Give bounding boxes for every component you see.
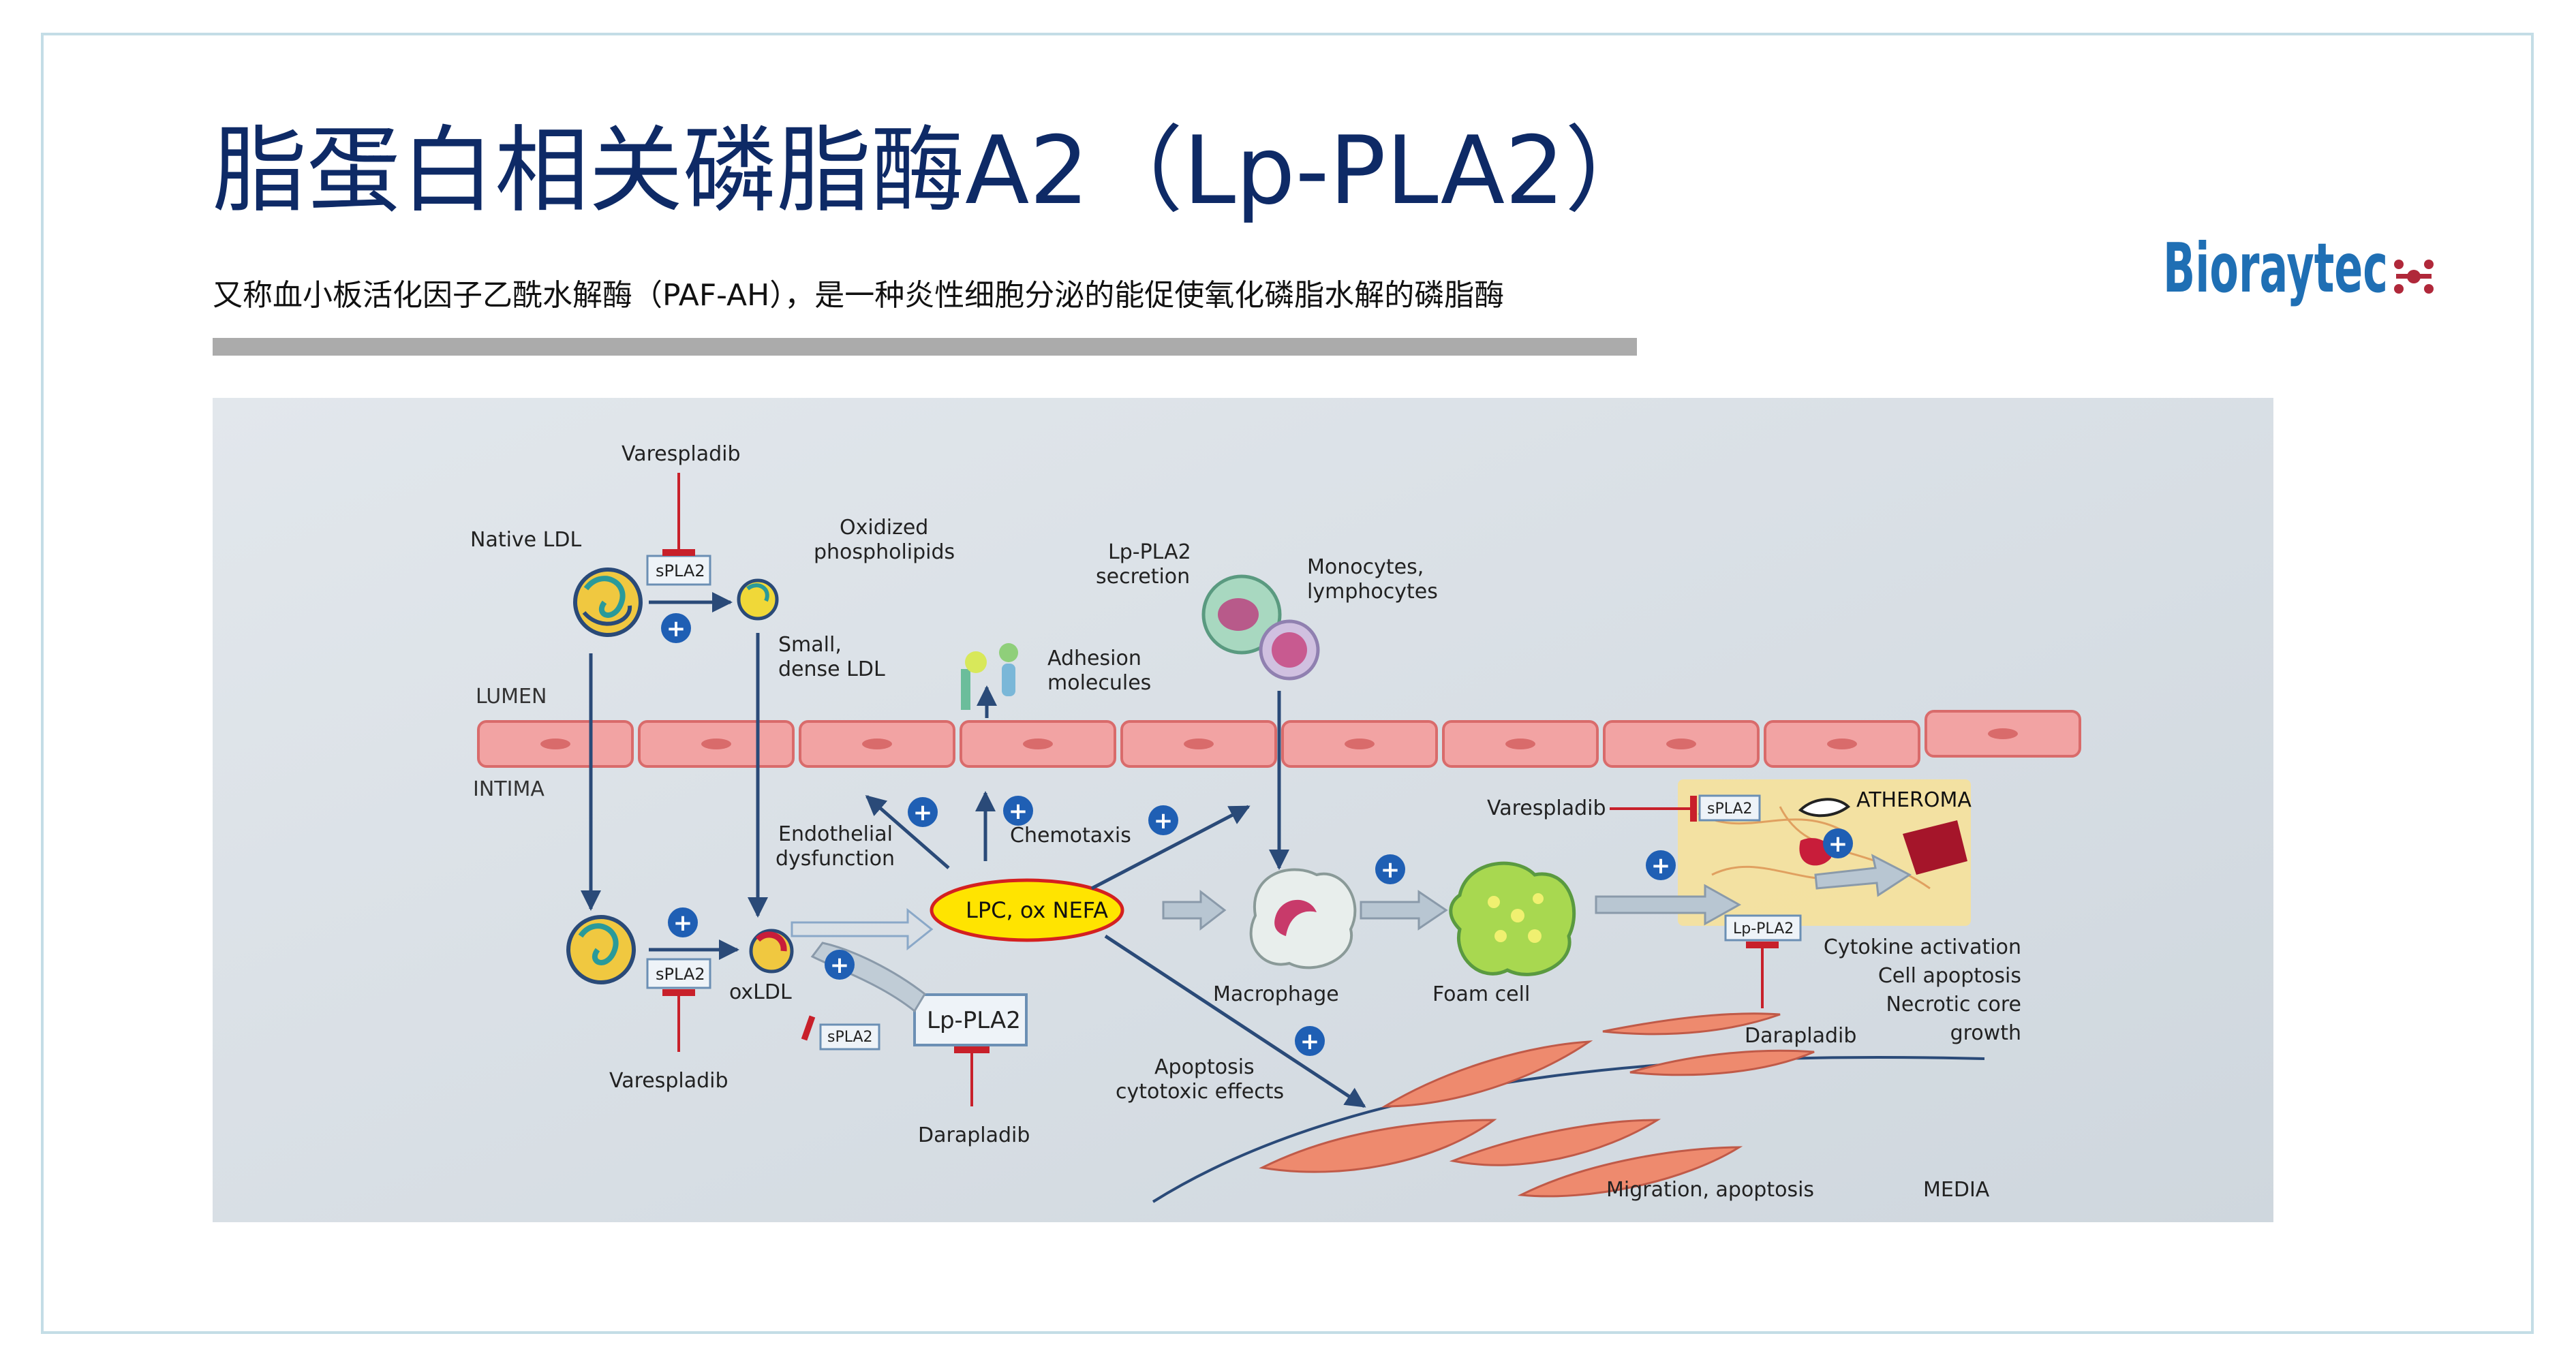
bioraytec-logo: Bioraytec	[2163, 228, 2434, 308]
adhesion-molecules-line2: molecules	[1047, 671, 1151, 695]
migration-apoptosis-label: Migration, apoptosis	[1606, 1178, 1814, 1202]
eye-shaped-cell-icon	[1798, 798, 1851, 818]
svg-text:+: +	[1651, 852, 1671, 880]
chemotaxis-label: Chemotaxis	[1010, 824, 1131, 848]
lppla2-bottom-box	[913, 993, 1028, 1046]
lppla2-bottom-label: Lp-PLA2	[927, 1007, 1021, 1034]
media-boundary-line	[1152, 1055, 1985, 1203]
varespladib-bottom-label: Varespladib	[609, 1069, 729, 1093]
apoptosis-label-line1: Apoptosis	[1154, 1055, 1255, 1079]
cell-apoptosis-label: Cell apoptosis	[1878, 964, 2021, 988]
varespladib-right-label: Varespladib	[1487, 796, 1606, 820]
lppla2-secretion-line1: Lp-PLA2	[1108, 540, 1191, 564]
svg-text:+: +	[1009, 798, 1028, 825]
necrotic-core-icon	[1903, 820, 1967, 875]
darapladib-bottom-inhibitor	[954, 1046, 990, 1053]
svg-text:+: +	[830, 952, 850, 979]
intima-label: INTIMA	[473, 777, 545, 801]
oxldl-label: oxLDL	[729, 980, 792, 1004]
macrophage-label: Macrophage	[1213, 982, 1339, 1006]
darapladib-right-label: Darapladib	[1745, 1024, 1856, 1048]
foam-cell-label: Foam cell	[1432, 982, 1530, 1006]
endothelial-dysfunction-line2: dysfunction	[776, 847, 895, 871]
spla2-small-label: sPLA2	[827, 1029, 873, 1046]
svg-text:+: +	[1828, 830, 1848, 858]
oxldl-icon	[749, 929, 794, 974]
adhesion-molecule-icon	[961, 643, 1018, 710]
plus-markers	[661, 613, 1853, 1056]
spla2-top-label: sPLA2	[656, 561, 705, 580]
lppla2-right-label: Lp-PLA2	[1733, 920, 1794, 937]
logo-mark-icon	[2394, 260, 2434, 294]
lpc-ox-nefa-label: LPC, ox NEFA	[966, 897, 1108, 923]
varespladib-top-inhibitor	[662, 549, 695, 556]
lymphocyte-icon	[1259, 619, 1320, 681]
monocytes-label-line2: lymphocytes	[1307, 580, 1438, 604]
svg-text:+: +	[673, 910, 693, 937]
plus-glyphs: + + + + + + + + + +	[666, 615, 1848, 1055]
svg-text:+: +	[1300, 1028, 1320, 1055]
svg-text:+: +	[1381, 856, 1400, 884]
atheroma-label: ATHEROMA	[1856, 788, 1972, 812]
lpc-ox-nefa-ellipse	[930, 878, 1124, 942]
lumen-label: LUMEN	[476, 685, 547, 709]
spla2-right-label: sPLA2	[1707, 800, 1753, 818]
varespladib-bottom-inhibitor	[662, 989, 695, 996]
varespladib-top-label: Varespladib	[622, 442, 741, 466]
oxidized-phospholipids-line1: Oxidized	[840, 516, 928, 540]
lp-pla2-pathway-diagram: LUMEN INTIMA ATHEROMA Migration, apoptos…	[213, 398, 2273, 1222]
small-dense-ldl-icon	[737, 578, 779, 621]
svg-text:+: +	[1154, 807, 1174, 835]
growth-label: growth	[1950, 1021, 2021, 1045]
darapladib-right-inhibitor	[1746, 942, 1779, 948]
apoptosis-label-line2: cytotoxic effects	[1116, 1080, 1284, 1104]
spla2-bottom-label: sPLA2	[656, 965, 705, 984]
monocyte-icon	[1201, 574, 1282, 655]
necrotic-core-label: Necrotic core	[1886, 993, 2021, 1016]
adhesion-molecules-line1: Adhesion	[1047, 647, 1141, 670]
native-ldl-bottom-icon	[566, 915, 636, 984]
slide-frame	[41, 33, 2534, 1334]
svg-text:+: +	[913, 799, 933, 826]
logo-text: Bioraytec	[2163, 228, 2388, 308]
monocytes-label-line1: Monocytes,	[1307, 555, 1424, 579]
endothelium-nuclei	[540, 728, 2018, 749]
cytokine-activation-label: Cytokine activation	[1824, 935, 2021, 959]
native-ldl-label: Native LDL	[470, 528, 581, 552]
native-ldl-top-icon	[573, 568, 643, 637]
spla2-small-inhibitor	[801, 1015, 816, 1041]
flow-arrows	[1162, 854, 1912, 931]
spla2-bottom-box	[646, 958, 711, 989]
divider-bar	[213, 338, 1637, 356]
foam-cell-icon	[1449, 861, 1576, 976]
small-dense-ldl-line2: dense LDL	[778, 657, 885, 681]
page-subtitle: 又称血小板活化因子乙酰水解酶（PAF-AH），是一种炎性细胞分泌的能促使氧化磷脂…	[213, 278, 1505, 313]
media-label: MEDIA	[1923, 1178, 1990, 1202]
macrophage-icon	[1249, 868, 1357, 969]
varespladib-right-inhibitor	[1690, 796, 1697, 822]
page-title: 脂蛋白相关磷脂酶A2（Lp-PLA2）	[213, 116, 1659, 226]
smooth-muscle-cells	[1259, 1012, 1815, 1198]
darapladib-bottom-label: Darapladib	[918, 1123, 1030, 1147]
small-dense-ldl-line1: Small,	[778, 633, 842, 657]
endothelial-dysfunction-line1: Endothelial	[778, 822, 893, 846]
spla2-right-box	[1698, 794, 1761, 822]
oxidized-phospholipids-line2: phospholipids	[814, 540, 955, 564]
pathway-arrows	[581, 592, 1366, 1108]
svg-text:+: +	[666, 615, 686, 642]
lppla2-right-box	[1724, 914, 1802, 942]
spla2-small-box	[819, 1023, 880, 1051]
endothelial-to-lpc-arrow	[791, 907, 934, 951]
lppla2-secretion-line2: secretion	[1096, 565, 1190, 589]
